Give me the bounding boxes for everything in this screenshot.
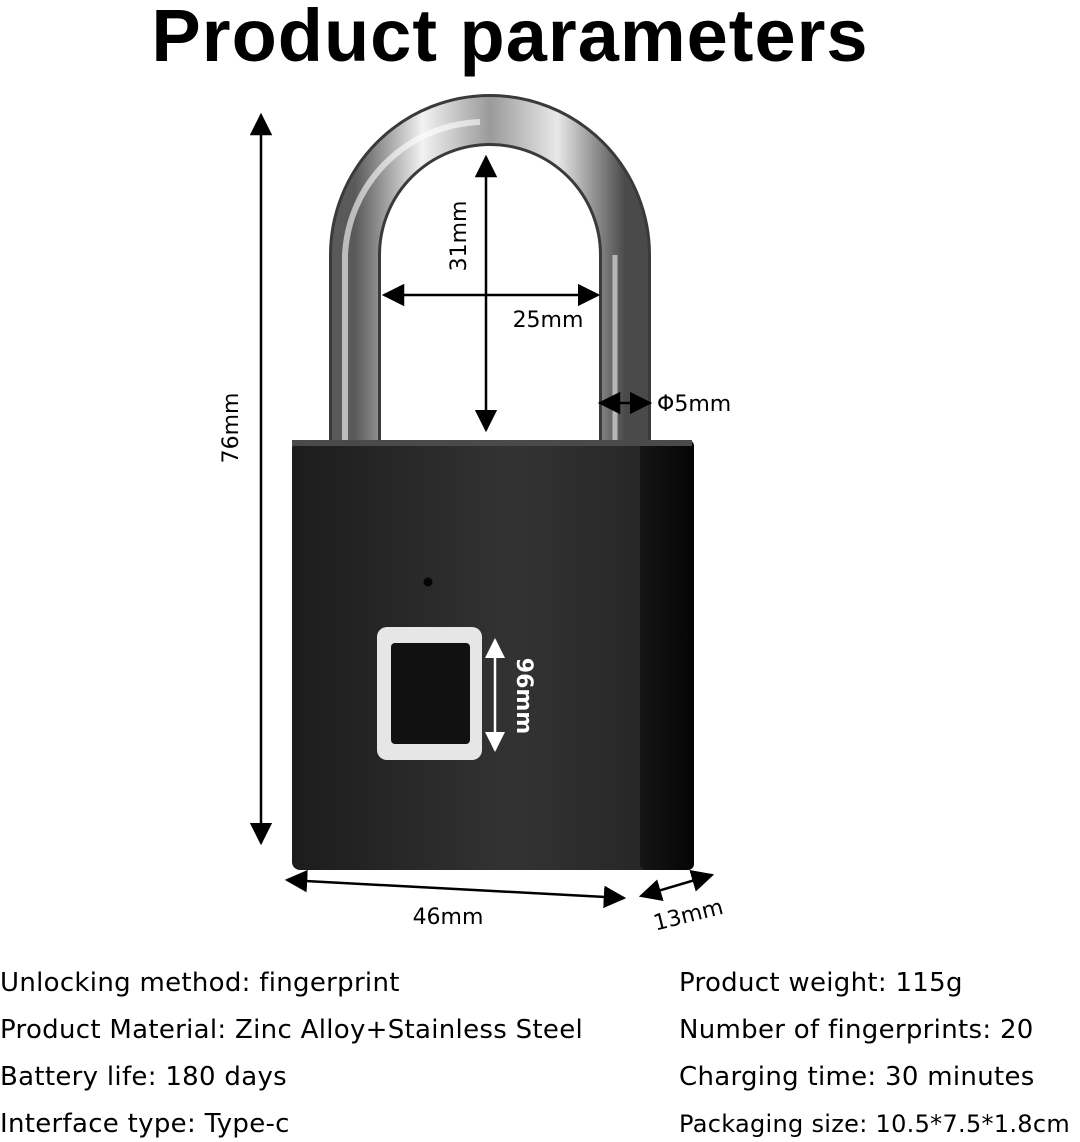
dimension-body-depth: 13mm: [638, 869, 726, 936]
dimension-height-total: 76mm: [219, 112, 273, 846]
label-height-total: 76mm: [219, 393, 244, 464]
label-shackle-height: 31mm: [447, 201, 472, 272]
dimension-shackle-diameter: Φ5mm: [597, 391, 731, 417]
padlock-illustration: 76mm 31mm 25mm Φ5mm 96mm 46mm 13mm: [219, 94, 731, 936]
spec-product-weight: Product weight: 115g: [679, 968, 963, 998]
label-body-depth: 13mm: [651, 895, 726, 936]
fingerprint-sensor: [377, 627, 482, 760]
label-body-width: 46mm: [413, 905, 484, 930]
microphone-hole: [423, 577, 433, 587]
spec-packaging-size: Packaging size: 10.5*7.5*1.8cm: [679, 1110, 1071, 1138]
dimension-sensor-size: 96mm: [485, 638, 536, 752]
dimension-body-width: 46mm: [284, 869, 627, 930]
label-shackle-width: 25mm: [513, 308, 584, 333]
spec-charging-time: Charging time: 30 minutes: [679, 1062, 1035, 1092]
dimension-shackle-height: 31mm: [447, 154, 498, 433]
spec-interface-type: Interface type: Type-c: [0, 1109, 290, 1139]
label-sensor-size: 96mm: [511, 658, 536, 734]
spec-battery-life: Battery life: 180 days: [0, 1062, 287, 1092]
spec-product-material: Product Material: Zinc Alloy+Stainless S…: [0, 1015, 584, 1045]
label-shackle-diameter: Φ5mm: [657, 392, 731, 417]
page-title: Product parameters: [151, 0, 869, 77]
spec-unlocking-method: Unlocking method: fingerprint: [0, 968, 400, 998]
spec-number-of-fingerprints: Number of fingerprints: 20: [679, 1015, 1034, 1045]
lock-body: [292, 440, 694, 870]
dimension-shackle-width: 25mm: [381, 283, 601, 333]
